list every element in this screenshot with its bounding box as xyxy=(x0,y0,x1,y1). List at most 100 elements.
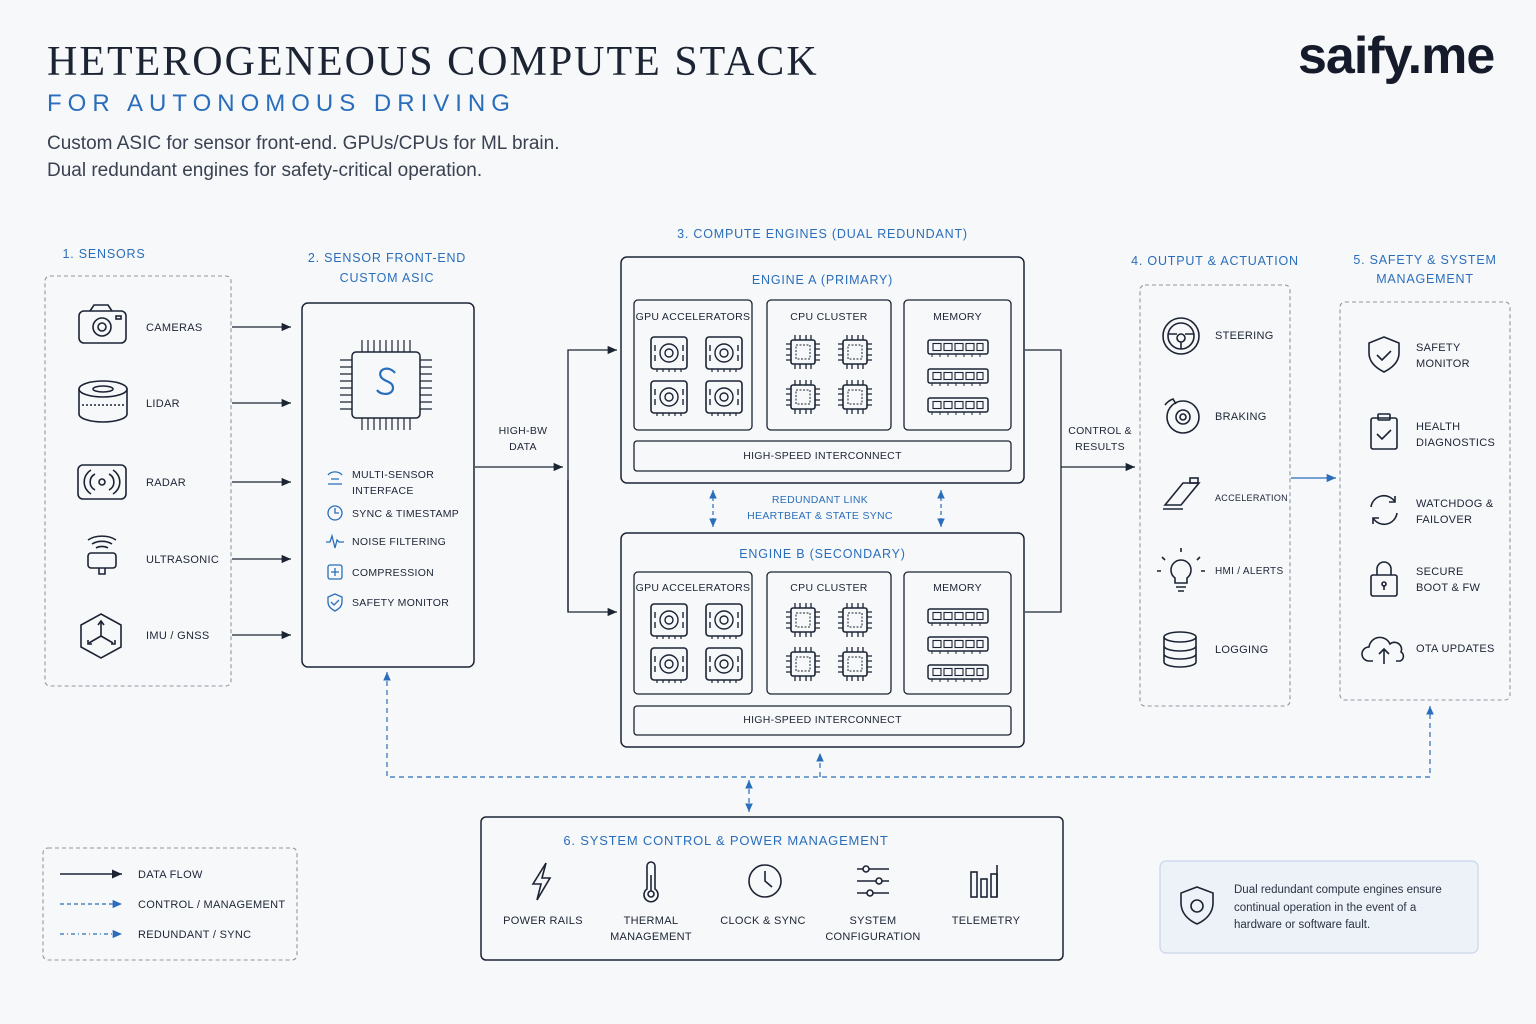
sensor-label: LIDAR xyxy=(146,398,180,410)
asic-title-line2: CUSTOM ASIC xyxy=(339,271,435,285)
sensor-label: ULTRASONIC xyxy=(146,554,220,566)
refresh-icon xyxy=(1370,494,1398,526)
page-description-2: Dual redundant engines for safety-critic… xyxy=(47,160,483,181)
system-item: CLOCK & SYNC xyxy=(713,913,813,929)
sensors-title: 1. SENSORS xyxy=(62,247,146,261)
engine-b-memory-label: MEMORY xyxy=(933,582,982,594)
steering-wheel-icon xyxy=(1162,317,1200,355)
brake-disc-icon xyxy=(1164,398,1200,434)
note-line: Dual redundant compute engines ensure xyxy=(1234,884,1442,896)
engine-a-cpu-icons xyxy=(785,334,873,415)
imu-gnss-icon xyxy=(80,613,122,659)
system-item-line: SYSTEM xyxy=(849,915,897,927)
sensor-label: IMU / GNSS xyxy=(146,630,210,642)
bar-chart-icon xyxy=(970,865,998,898)
system-item-line: MANAGEMENT xyxy=(610,931,692,943)
note-line: hardware or software fault. xyxy=(1234,919,1371,931)
asic-title-line1: 2. SENSOR FRONT-END xyxy=(307,251,467,265)
radar-icon xyxy=(77,464,127,500)
safety-item: OTA UPDATES xyxy=(1416,641,1495,657)
lightning-bolt-icon xyxy=(531,862,552,901)
safety-item-line: FAILOVER xyxy=(1416,514,1473,526)
camera-icon xyxy=(78,304,127,344)
page-subtitle: FOR AUTONOMOUS DRIVING xyxy=(47,90,516,117)
redundant-link-line1: REDUNDANT LINK xyxy=(771,494,869,506)
waveform-icon xyxy=(326,533,344,549)
safety-item-line: HEALTH xyxy=(1416,421,1461,433)
engine-b-title: ENGINE B (SECONDARY) xyxy=(739,547,906,561)
asic-feature-line: MULTI-SENSOR xyxy=(352,469,435,481)
output-label: LOGGING xyxy=(1215,644,1269,656)
page-description-1: Custom ASIC for sensor front-end. GPUs/C… xyxy=(47,133,560,154)
safety-item-line: WATCHDOG & xyxy=(1416,498,1494,510)
lightbulb-icon xyxy=(1157,548,1205,592)
system-item-line: POWER RAILS xyxy=(503,915,583,927)
output-label: HMI / ALERTS xyxy=(1215,566,1284,577)
note-shield-icon xyxy=(1180,886,1214,925)
clipboard-check-icon xyxy=(1370,413,1398,450)
output-label: STEERING xyxy=(1215,330,1274,342)
engine-a-memory-label: MEMORY xyxy=(933,311,982,323)
system-item-line: TELEMETRY xyxy=(951,915,1021,927)
clock-sync-icon xyxy=(748,864,782,898)
engine-a-gpu-label: GPU ACCELERATORS xyxy=(635,311,751,323)
safety-item: SECURE BOOT & FW xyxy=(1416,564,1480,596)
legend-box xyxy=(42,847,298,961)
safety-item: SAFETY MONITOR xyxy=(1416,340,1470,372)
safety-title-line2: MANAGEMENT xyxy=(1376,272,1474,286)
thermometer-icon xyxy=(643,861,659,903)
lidar-icon xyxy=(78,380,128,423)
system-item: THERMAL MANAGEMENT xyxy=(601,913,701,945)
engine-b-memory-icons xyxy=(927,608,989,683)
control-results-label: CONTROL & RESULTS xyxy=(1062,423,1138,455)
asic-title: 2. SENSOR FRONT-END CUSTOM ASIC xyxy=(292,248,482,288)
cloud-upload-icon xyxy=(1361,636,1405,664)
safety-title: 5. SAFETY & SYSTEM MANAGEMENT xyxy=(1330,251,1520,289)
system-title: 6. SYSTEM CONTROL & POWER MANAGEMENT xyxy=(563,833,889,848)
system-item-line: CLOCK & SYNC xyxy=(720,915,806,927)
engine-b-cpu-icons xyxy=(785,602,873,682)
engine-a-memory-icons xyxy=(927,339,989,416)
safety-item-line: MONITOR xyxy=(1416,358,1470,370)
safety-title-line1: 5. SAFETY & SYSTEM xyxy=(1353,253,1497,267)
system-item: SYSTEM CONFIGURATION xyxy=(818,913,928,945)
engine-b-box xyxy=(620,532,1025,748)
page-title: HETEROGENEOUS COMPUTE STACK xyxy=(47,39,819,85)
sliders-icon xyxy=(857,865,889,897)
note-box xyxy=(1159,860,1479,954)
ultrasonic-icon xyxy=(87,535,117,575)
output-label: ACCELERATION xyxy=(1215,493,1288,503)
asic-box xyxy=(301,302,475,668)
control-results-line1: CONTROL & xyxy=(1068,425,1132,437)
engine-a-box xyxy=(620,256,1025,484)
redundant-link-label: REDUNDANT LINK HEARTBEAT & STATE SYNC xyxy=(720,492,920,524)
sensors-box xyxy=(44,275,232,687)
safety-item-line: SECURE xyxy=(1416,566,1464,578)
high-bw-line1: HIGH-BW xyxy=(498,425,548,437)
system-box xyxy=(480,816,1064,961)
legend-label-control: CONTROL / MANAGEMENT xyxy=(138,899,286,911)
high-bw-label: HIGH-BW DATA xyxy=(488,423,558,455)
safety-item-line: OTA UPDATES xyxy=(1416,643,1495,655)
asic-chip-icon xyxy=(340,340,432,430)
brand-logo: saify.me xyxy=(1298,27,1495,85)
note-text: Dual redundant compute engines ensure co… xyxy=(1234,882,1470,935)
output-label: BRAKING xyxy=(1215,411,1267,423)
safety-item-line: DIAGNOSTICS xyxy=(1416,437,1496,449)
high-bw-line2: DATA xyxy=(509,441,537,453)
engine-b-cpu-label: CPU CLUSTER xyxy=(790,582,868,594)
clock-icon xyxy=(327,505,343,521)
engine-b-gpu-icons xyxy=(650,603,743,684)
engine-a-cpu-label: CPU CLUSTER xyxy=(790,311,868,323)
safety-item: WATCHDOG & FAILOVER xyxy=(1416,496,1494,528)
lock-icon xyxy=(1370,561,1398,597)
engine-a-title: ENGINE A (PRIMARY) xyxy=(751,273,894,287)
output-box xyxy=(1139,284,1291,707)
safety-box xyxy=(1339,301,1511,701)
engine-b-gpu-label: GPU ACCELERATORS xyxy=(635,582,751,594)
asic-feature: SAFETY MONITOR xyxy=(352,597,450,609)
engine-b-interconnect-label: HIGH-SPEED INTERCONNECT xyxy=(743,714,902,726)
safety-item: HEALTH DIAGNOSTICS xyxy=(1416,419,1495,451)
asic-feature: SYNC & TIMESTAMP xyxy=(352,508,460,520)
